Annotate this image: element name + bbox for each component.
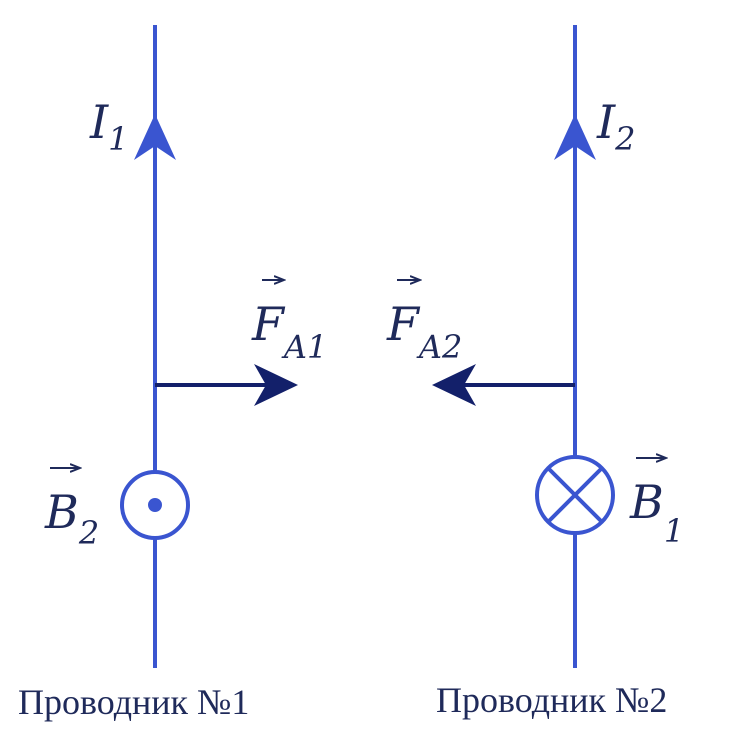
force-a2-label: FA2	[386, 297, 462, 366]
field-b1-label: B1	[629, 475, 684, 550]
conductor-1: I1 FA1 B2 Проводник №1	[18, 25, 327, 722]
force-a2-arrow-icon	[432, 364, 476, 406]
force-a1-label: FA1	[251, 297, 327, 366]
dot-out-of-page-icon	[148, 498, 162, 512]
field-b2-label: B2	[44, 485, 99, 552]
force-a1-arrow-icon	[254, 364, 298, 406]
current-1-arrow-icon	[134, 114, 176, 160]
conductor-1-caption: Проводник №1	[18, 682, 249, 722]
conductor-2-caption: Проводник №2	[436, 680, 667, 720]
current-1-label: I1	[89, 95, 129, 158]
current-2-label: I2	[596, 95, 636, 158]
cross-into-page-icon	[546, 466, 604, 524]
conductor-2: I2 FA2 B1 Проводник №2	[386, 25, 684, 720]
current-2-arrow-icon	[554, 114, 596, 160]
